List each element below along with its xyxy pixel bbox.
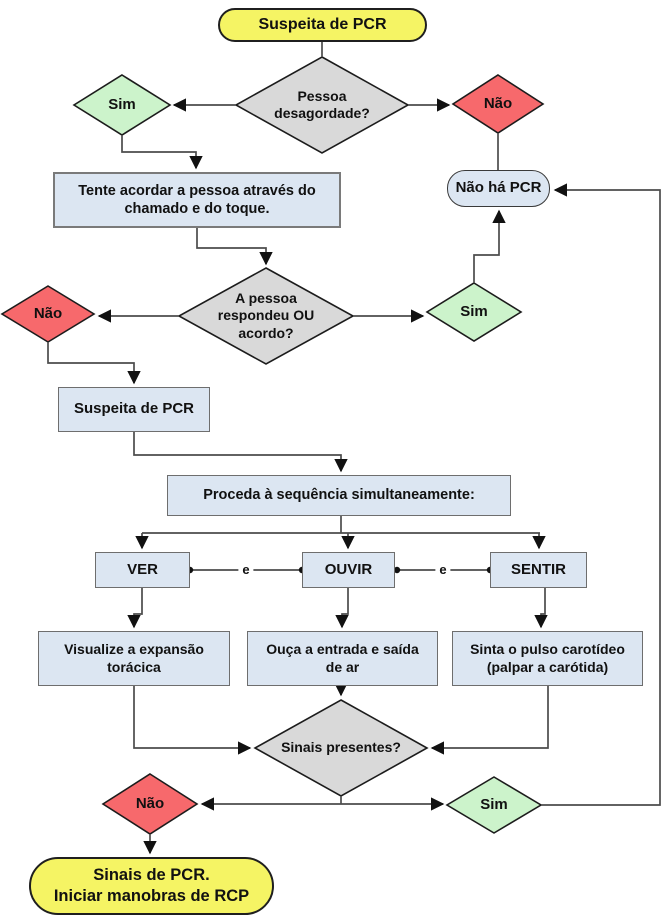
sequence-box: Proceda à sequência simultaneamente: <box>167 475 511 516</box>
ver-desc-box: Visualize a expansão torácica <box>38 631 230 686</box>
sentir-desc-box: Sinta o pulso carotídeo (palpar a caróti… <box>452 631 643 686</box>
edge-ver-to-desc <box>127 588 143 629</box>
and-label-2: e <box>435 562 451 578</box>
signs-no-label: Não <box>135 794 165 812</box>
edge-nao-to-pcr-suspected <box>47 342 141 385</box>
end-terminal-line2: Iniciar manobras de RCP <box>53 887 250 905</box>
edge-sentir-to-desc <box>534 588 548 629</box>
response-yes-label: Sim <box>460 302 488 320</box>
response-decision-label: A pessoa respondeu OU acordo? <box>217 289 315 341</box>
diamond-shapes <box>0 56 545 835</box>
dot-ouvir-right <box>393 566 401 574</box>
sentir-box: SENTIR <box>490 552 587 588</box>
awake-no-label: Não <box>483 94 513 112</box>
awake-decision-diamond <box>234 56 410 154</box>
wake-attempt-box: Tente acordar a pessoa através do chamad… <box>53 172 341 228</box>
edge-pcr-suspected-to-sequence <box>133 432 348 473</box>
signs-decision-label: Sinais presentes? <box>281 739 401 756</box>
awake-decision-label: Pessoa desagordade? <box>274 87 370 122</box>
response-yes-diamond <box>425 282 523 342</box>
and-label-1: e <box>238 562 254 578</box>
end-terminal: Sinais de PCR. Iniciar manobras de RCP <box>29 857 274 915</box>
edge-sim-to-no-pcr <box>473 209 506 283</box>
start-terminal: Suspeita de PCR <box>218 8 427 42</box>
no-pcr-node: Não há PCR <box>447 170 550 207</box>
response-decision-diamond <box>177 267 355 365</box>
awake-yes-label: Sim <box>108 95 136 113</box>
edge-ver-desc-to-signs <box>133 686 252 755</box>
ver-box: VER <box>95 552 190 588</box>
edge-signs-sim-to-no-pcr <box>541 183 661 806</box>
response-no-label: Não <box>33 304 63 322</box>
edge-ouvir-to-desc <box>335 588 349 629</box>
edges-layer <box>47 42 661 855</box>
signs-yes-diamond <box>445 776 543 834</box>
pcr-suspected-box: Suspeita de PCR <box>58 387 210 432</box>
ouvir-desc-box: Ouça a entrada e saída de ar <box>247 631 438 686</box>
edge-sim-to-wake-attempt <box>121 135 203 170</box>
ouvir-box: OUVIR <box>302 552 395 588</box>
end-terminal-line1: Sinais de PCR. <box>93 866 210 885</box>
signs-yes-label: Sim <box>480 795 508 813</box>
edge-sentir-desc-to-signs <box>430 686 549 755</box>
edge-wake-attempt-to-response <box>196 228 273 266</box>
